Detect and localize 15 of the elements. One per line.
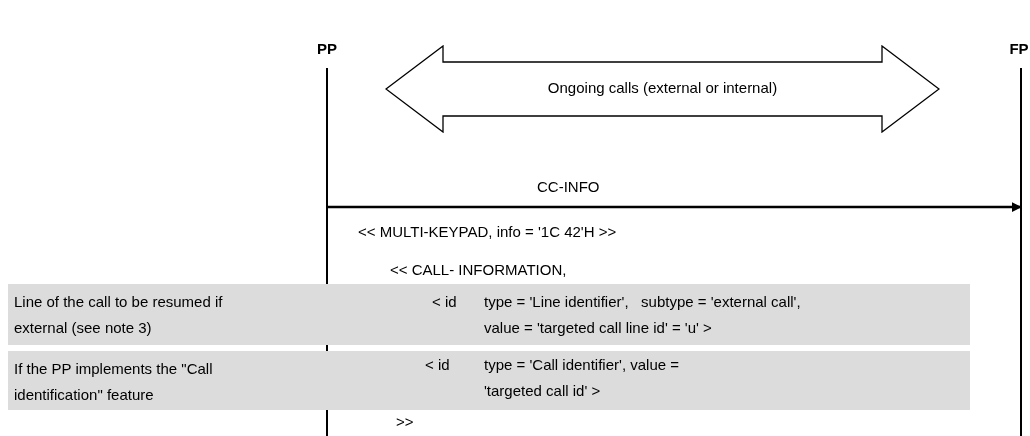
- id-tag: < id: [425, 352, 450, 378]
- message-parameter: << MULTI-KEYPAD, info = '1C 42'H >>: [358, 223, 617, 241]
- highlight-band: [8, 351, 970, 410]
- parameter-text: type = 'Line identifier', subtype = 'external call', value = 'targeted call line id' = 'u' >: [484, 292, 802, 338]
- lifeline-label: FP: [1008, 40, 1030, 58]
- message-parameter: << CALL- INFORMATION,: [390, 261, 567, 279]
- note-text: Line of the call to be resumed if external (see note 3): [14, 292, 224, 338]
- highlight-band: [8, 284, 970, 345]
- message-label: CC-INFO: [537, 178, 600, 196]
- message-parameter: >>: [396, 413, 414, 431]
- shape-label: Ongoing calls (external or internal): [546, 79, 779, 97]
- parameter-text: type = 'Call identifier', value = 'targeted call id' >: [484, 355, 680, 401]
- note-text: If the PP implements the "Call identification" feature: [14, 359, 214, 405]
- id-tag: < id: [432, 289, 457, 315]
- lifeline-label: PP: [316, 40, 338, 58]
